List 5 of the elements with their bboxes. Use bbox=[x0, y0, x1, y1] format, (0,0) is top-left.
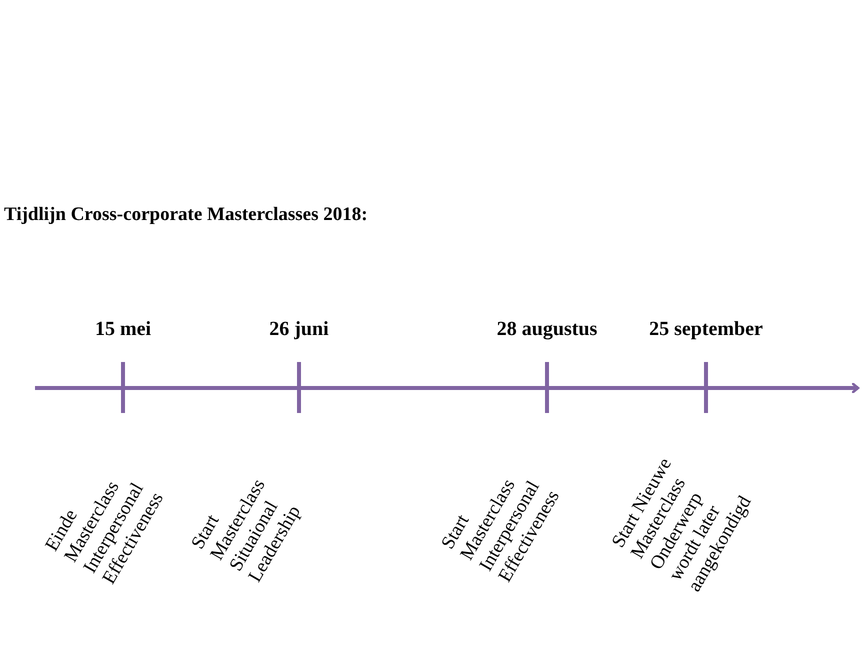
date-label: 25 september bbox=[649, 318, 763, 341]
date-label: 28 augustus bbox=[496, 318, 598, 341]
date-label: 26 juni bbox=[269, 318, 329, 341]
title: Tijdlijn Cross-corporate Masterclasses 2018: bbox=[4, 204, 368, 226]
date-label: 15 mei bbox=[94, 318, 152, 341]
